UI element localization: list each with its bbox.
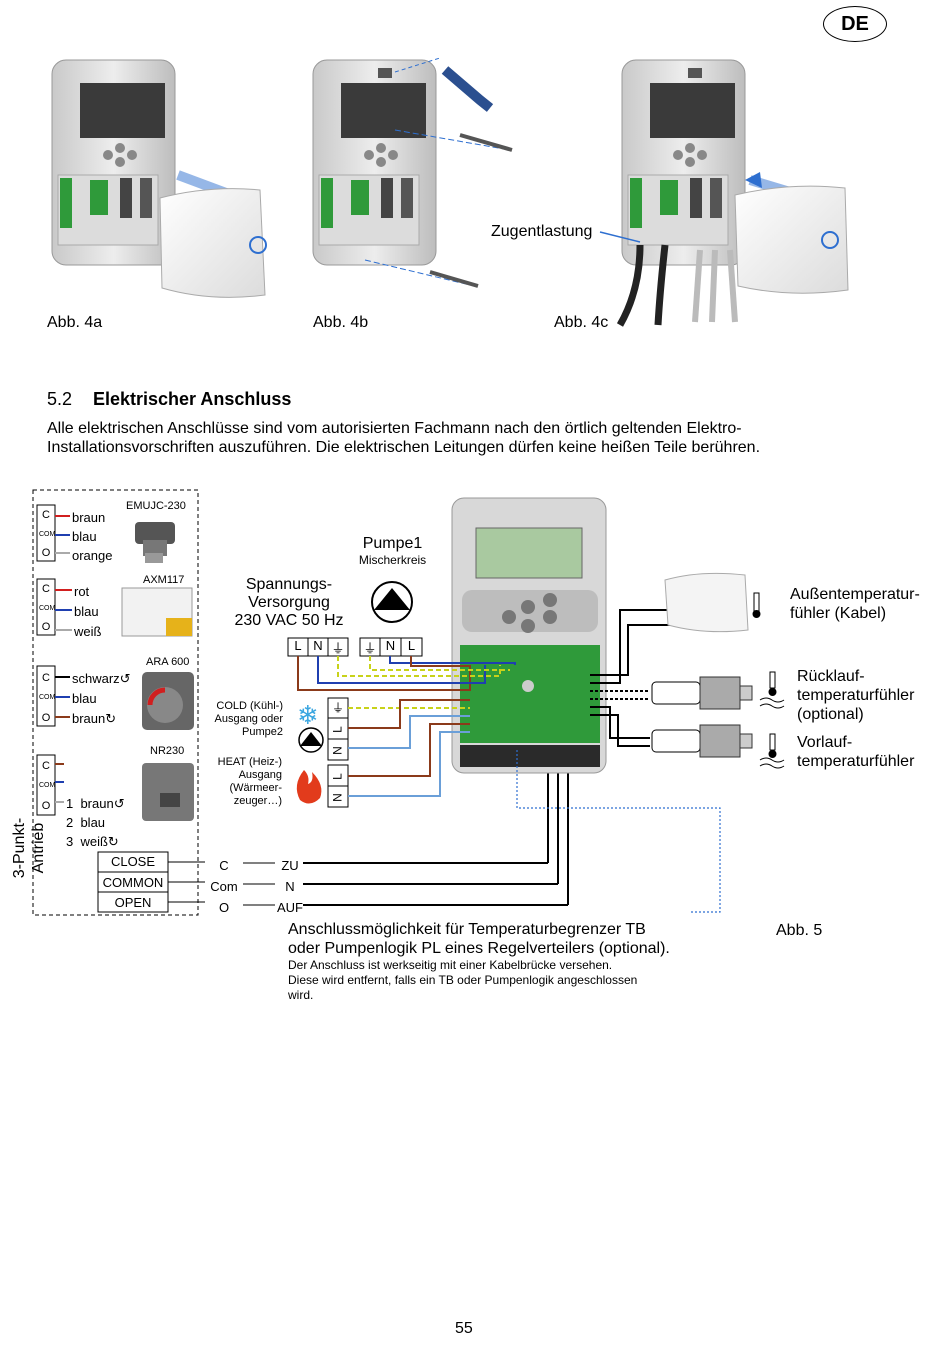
flow-sensor-icon xyxy=(651,724,753,758)
tb-pl-bridge xyxy=(516,750,721,913)
tb-pl-note: Anschlussmöglichkeit für Temperaturbegre… xyxy=(288,921,670,957)
three-point-title: 3-Punkt-Antrieb xyxy=(11,817,47,879)
intro-line-1: Alle elektrischen Anschlüsse sind vom au… xyxy=(47,420,742,437)
actuator-axm117-icon xyxy=(121,587,193,637)
power-terminal-labels: L N ⏚ xyxy=(294,638,345,656)
snowflake-icon: ❄ xyxy=(297,700,319,730)
wiring-diagram: ❄ xyxy=(32,489,785,916)
mounting-figures xyxy=(51,57,849,327)
actuator-panel xyxy=(32,489,199,916)
pump1-label: Pumpe1 Mischerkreis xyxy=(358,535,427,567)
return-sensor-icon xyxy=(651,676,753,710)
actuator-nr230-icon xyxy=(142,763,194,821)
device-4c xyxy=(599,59,849,327)
figure-5-label: Abb. 5 xyxy=(776,922,823,939)
figure-4b-label: Abb. 4b xyxy=(313,314,369,331)
actuator-terminals xyxy=(36,504,56,816)
act2-model: AXM117 xyxy=(143,574,185,586)
thermometer-icon-return xyxy=(759,671,785,709)
pump1-terminal-labels: ⏚ N L xyxy=(363,638,416,656)
act4-model: NR230 xyxy=(150,745,185,757)
actuator-emujc-icon xyxy=(135,522,175,563)
thermometer-icon-outdoor xyxy=(752,592,761,618)
act1-model: EMUJC-230 xyxy=(126,500,186,512)
actuator-ara600-icon xyxy=(142,672,194,730)
controller-device xyxy=(451,497,607,774)
section-heading: 5.2 Elektrischer Anschluss xyxy=(47,389,291,410)
pump1-icon xyxy=(371,581,413,623)
device-4b xyxy=(312,57,513,288)
outdoor-sensor-label: Außentemperatur-fühler (Kabel) xyxy=(790,586,920,622)
thermometer-icon-flow xyxy=(759,733,785,769)
device-4a xyxy=(51,59,267,298)
pump2-icon xyxy=(298,727,324,753)
figure-4a-label: Abb. 4a xyxy=(47,314,103,331)
flow-sensor-label: Vorlauf-temperaturfühler xyxy=(797,734,915,770)
section-title: Elektrischer Anschluss xyxy=(93,389,292,409)
return-sensor-label: Rücklauf-temperaturfühler(optional) xyxy=(797,668,915,723)
strain-relief-label: Zugentlastung xyxy=(491,223,593,240)
language-badge: DE xyxy=(823,6,887,42)
heat-output-label: HEAT (Heiz-)Ausgang(Wärmeer-zeuger…) xyxy=(217,756,282,807)
tb-pl-note-detail: Der Anschluss ist werkseitig mit einer K… xyxy=(288,958,638,1002)
intro-text: Alle elektrischen Anschlüsse sind vom au… xyxy=(47,419,907,457)
figure-4c-label: Abb. 4c xyxy=(554,314,609,331)
intro-line-2: Installationsvorschriften auszuführen. D… xyxy=(47,439,761,456)
page-number: 55 xyxy=(455,1320,473,1337)
heat-terminal-block xyxy=(327,764,349,808)
act3-model: ARA 600 xyxy=(146,656,190,668)
flame-icon xyxy=(296,770,322,804)
outdoor-sensor-icon xyxy=(664,572,749,633)
section-number: 5.2 xyxy=(47,389,73,409)
